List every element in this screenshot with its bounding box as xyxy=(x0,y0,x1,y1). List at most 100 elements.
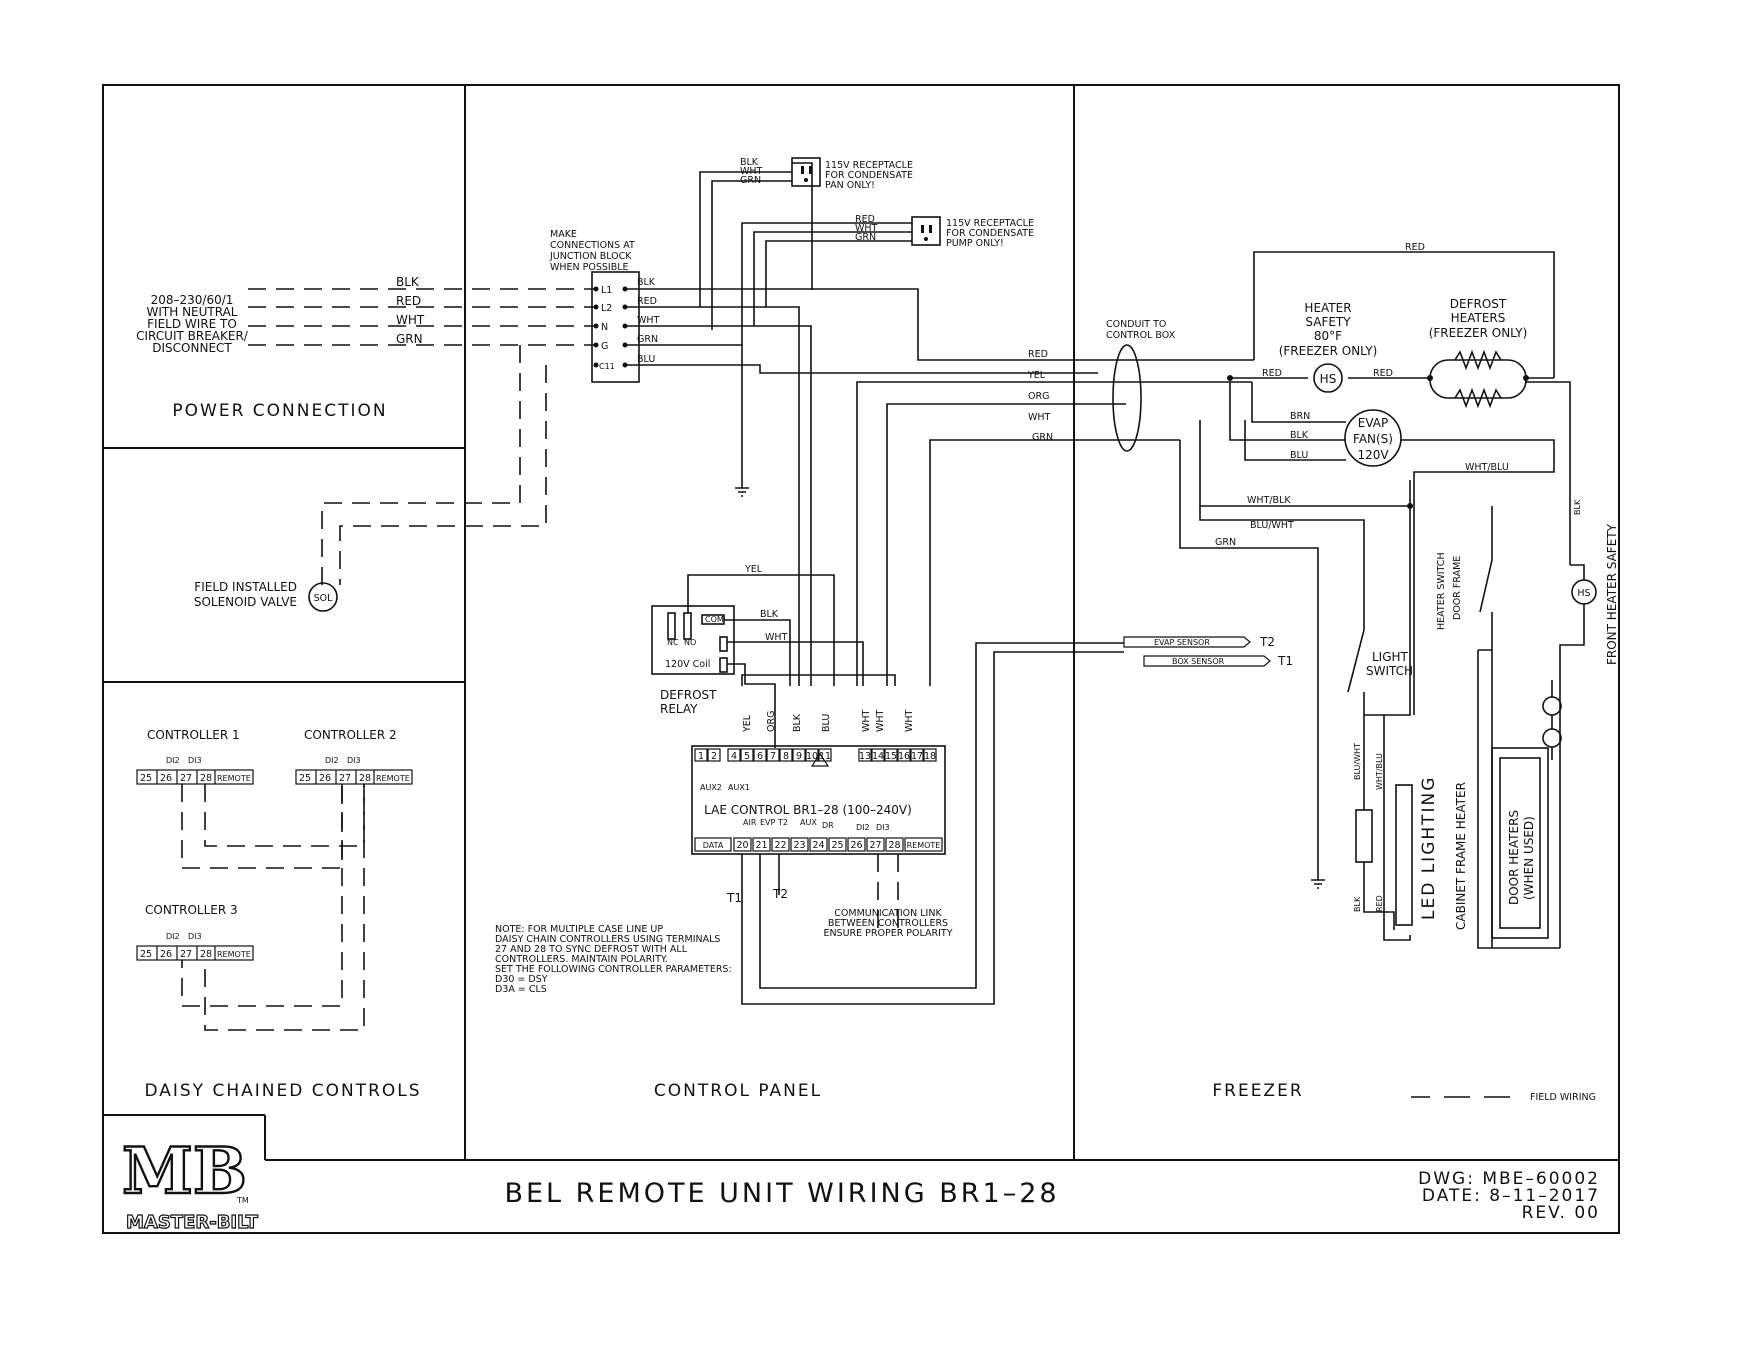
controller-top-terminal-label: 1 xyxy=(698,751,704,762)
controller-top-terminal xyxy=(897,748,911,762)
svg-text:COMMUNICATION LINK: COMMUNICATION LINK xyxy=(834,908,942,919)
lae-controller xyxy=(691,745,946,855)
controller-top-terminal xyxy=(707,748,721,762)
svg-text:BLK: BLK xyxy=(637,277,656,288)
controller-top-terminal-label: 15 xyxy=(885,751,897,762)
controller-top-terminal xyxy=(766,748,780,762)
svg-text:DI3: DI3 xyxy=(188,932,202,941)
svg-text:FRONT HEATER SAFETY: FRONT HEATER SAFETY xyxy=(1605,523,1619,665)
svg-text:BLK: BLK xyxy=(1290,430,1309,441)
svg-text:L1: L1 xyxy=(601,285,612,296)
control-panel-section: L1 L2 N G C11 MAKE CONNECTIONS AT JUNCTI… xyxy=(495,157,1293,1101)
controller-bottom-terminal xyxy=(790,837,809,852)
svg-text:SAFETY: SAFETY xyxy=(1305,315,1351,329)
svg-text:26: 26 xyxy=(319,773,331,784)
controller-2-label: CONTROLLER 2 xyxy=(304,728,397,742)
svg-text:EVP: EVP xyxy=(760,818,776,827)
svg-text:26: 26 xyxy=(160,773,172,784)
svg-text:TM: TM xyxy=(236,1196,249,1205)
svg-text:COM: COM xyxy=(705,615,724,624)
svg-text:GRN: GRN xyxy=(1032,432,1053,443)
heater-safety-hs xyxy=(1313,363,1343,393)
junction-note-2: JUNCTION BLOCK xyxy=(549,251,632,262)
svg-text:BLK: BLK xyxy=(1573,499,1582,515)
svg-text:WHT: WHT xyxy=(740,166,763,177)
svg-text:D3A = CLS: D3A = CLS xyxy=(495,984,547,995)
ground-symbol-2 xyxy=(1311,870,1325,889)
svg-text:FOR CONDENSATE: FOR CONDENSATE xyxy=(946,228,1034,239)
controller-top-terminal xyxy=(727,748,741,762)
svg-text:GRN: GRN xyxy=(740,175,761,186)
supply-line-0: 208–230/60/1 xyxy=(151,293,234,307)
svg-text:26: 26 xyxy=(160,949,172,960)
controller-top-terminal xyxy=(694,748,708,762)
svg-text:CONTROL BOX: CONTROL BOX xyxy=(1106,330,1176,341)
svg-text:(FREEZER ONLY): (FREEZER ONLY) xyxy=(1429,326,1528,340)
svg-text:28: 28 xyxy=(200,949,212,960)
svg-text:EVAP SENSOR: EVAP SENSOR xyxy=(1154,638,1210,647)
svg-text:RELAY: RELAY xyxy=(660,702,698,716)
svg-text:80°F: 80°F xyxy=(1314,329,1342,343)
svg-text:28: 28 xyxy=(359,773,371,784)
svg-text:SWITCH: SWITCH xyxy=(1366,664,1413,678)
defrost-heaters xyxy=(1429,359,1527,399)
svg-text:RED: RED xyxy=(1262,368,1282,379)
controller-bottom-terminal xyxy=(694,837,732,852)
svg-text:NC: NC xyxy=(667,638,679,647)
field-wire-red: RED xyxy=(396,294,421,308)
controller-top-terminal xyxy=(910,748,924,762)
svg-text:DI3: DI3 xyxy=(347,756,361,765)
svg-text:WHT/BLK: WHT/BLK xyxy=(1247,495,1291,506)
svg-text:NOTE: FOR MULTIPLE CASE LINE U: NOTE: FOR MULTIPLE CASE LINE UP xyxy=(495,924,663,935)
title-block: BEL REMOTE UNIT WIRING BR1–28 DWG: MBE–6… xyxy=(504,1169,1600,1223)
svg-text:25: 25 xyxy=(140,949,152,960)
dwg-number: DWG: MBE–60002 xyxy=(1418,1169,1600,1189)
svg-text:GRN: GRN xyxy=(855,232,876,243)
controller-top-terminal-label: 10 xyxy=(806,751,818,762)
svg-text:27: 27 xyxy=(180,949,192,960)
controller-bottom-terminal-label: DATA xyxy=(703,841,724,850)
svg-text:GRN: GRN xyxy=(1215,537,1236,548)
svg-text:WHT: WHT xyxy=(855,223,878,234)
svg-text:CABINET FRAME HEATER: CABINET FRAME HEATER xyxy=(1454,782,1468,930)
svg-text:BLU: BLU xyxy=(1290,450,1308,461)
svg-text:C11: C11 xyxy=(599,362,615,371)
field-wire-blk: BLK xyxy=(396,275,420,289)
controller-bottom-terminal-label: 21 xyxy=(755,840,767,851)
drawing-date: DATE: 8–11–2017 xyxy=(1422,1186,1600,1206)
svg-text:YEL: YEL xyxy=(1027,370,1046,381)
cabinet-frame-heater xyxy=(1491,747,1549,939)
controller-bottom-terminal-label: 23 xyxy=(793,840,805,851)
controller-bottom-terminal xyxy=(733,837,752,852)
controller-bottom-terminal xyxy=(866,837,885,852)
door-frame-switch xyxy=(1479,559,1493,650)
svg-text:HS: HS xyxy=(1577,588,1590,599)
svg-text:115V RECEPTACLE: 115V RECEPTACLE xyxy=(825,160,913,171)
svg-text:PUMP ONLY!: PUMP ONLY! xyxy=(946,238,1004,249)
svg-text:T2: T2 xyxy=(772,887,788,901)
svg-text:REMOTE: REMOTE xyxy=(376,774,410,783)
svg-text:CONDUIT TO: CONDUIT TO xyxy=(1106,319,1166,330)
controller-bottom-terminal xyxy=(752,837,771,852)
ground-symbol-1 xyxy=(735,478,749,497)
svg-text:120V Coil: 120V Coil xyxy=(665,659,710,670)
svg-text:YEL: YEL xyxy=(744,564,763,575)
svg-text:T1: T1 xyxy=(1277,654,1293,668)
svg-text:25: 25 xyxy=(299,773,311,784)
svg-text:BLK: BLK xyxy=(792,713,803,732)
svg-text:27: 27 xyxy=(339,773,351,784)
controller-top-terminal-label: 4 xyxy=(731,751,737,762)
controller-3-label: CONTROLLER 3 xyxy=(145,903,238,917)
controller-bottom-terminal xyxy=(904,837,943,852)
controller-1-label: CONTROLLER 1 xyxy=(147,728,240,742)
svg-text:REMOTE: REMOTE xyxy=(217,774,251,783)
svg-text:ORG: ORG xyxy=(1028,391,1049,402)
controller-bottom-terminal-label: 20 xyxy=(736,840,748,851)
svg-text:115V RECEPTACLE: 115V RECEPTACLE xyxy=(946,218,1034,229)
svg-text:GRN: GRN xyxy=(637,334,658,345)
svg-text:BOX SENSOR: BOX SENSOR xyxy=(1172,657,1225,666)
